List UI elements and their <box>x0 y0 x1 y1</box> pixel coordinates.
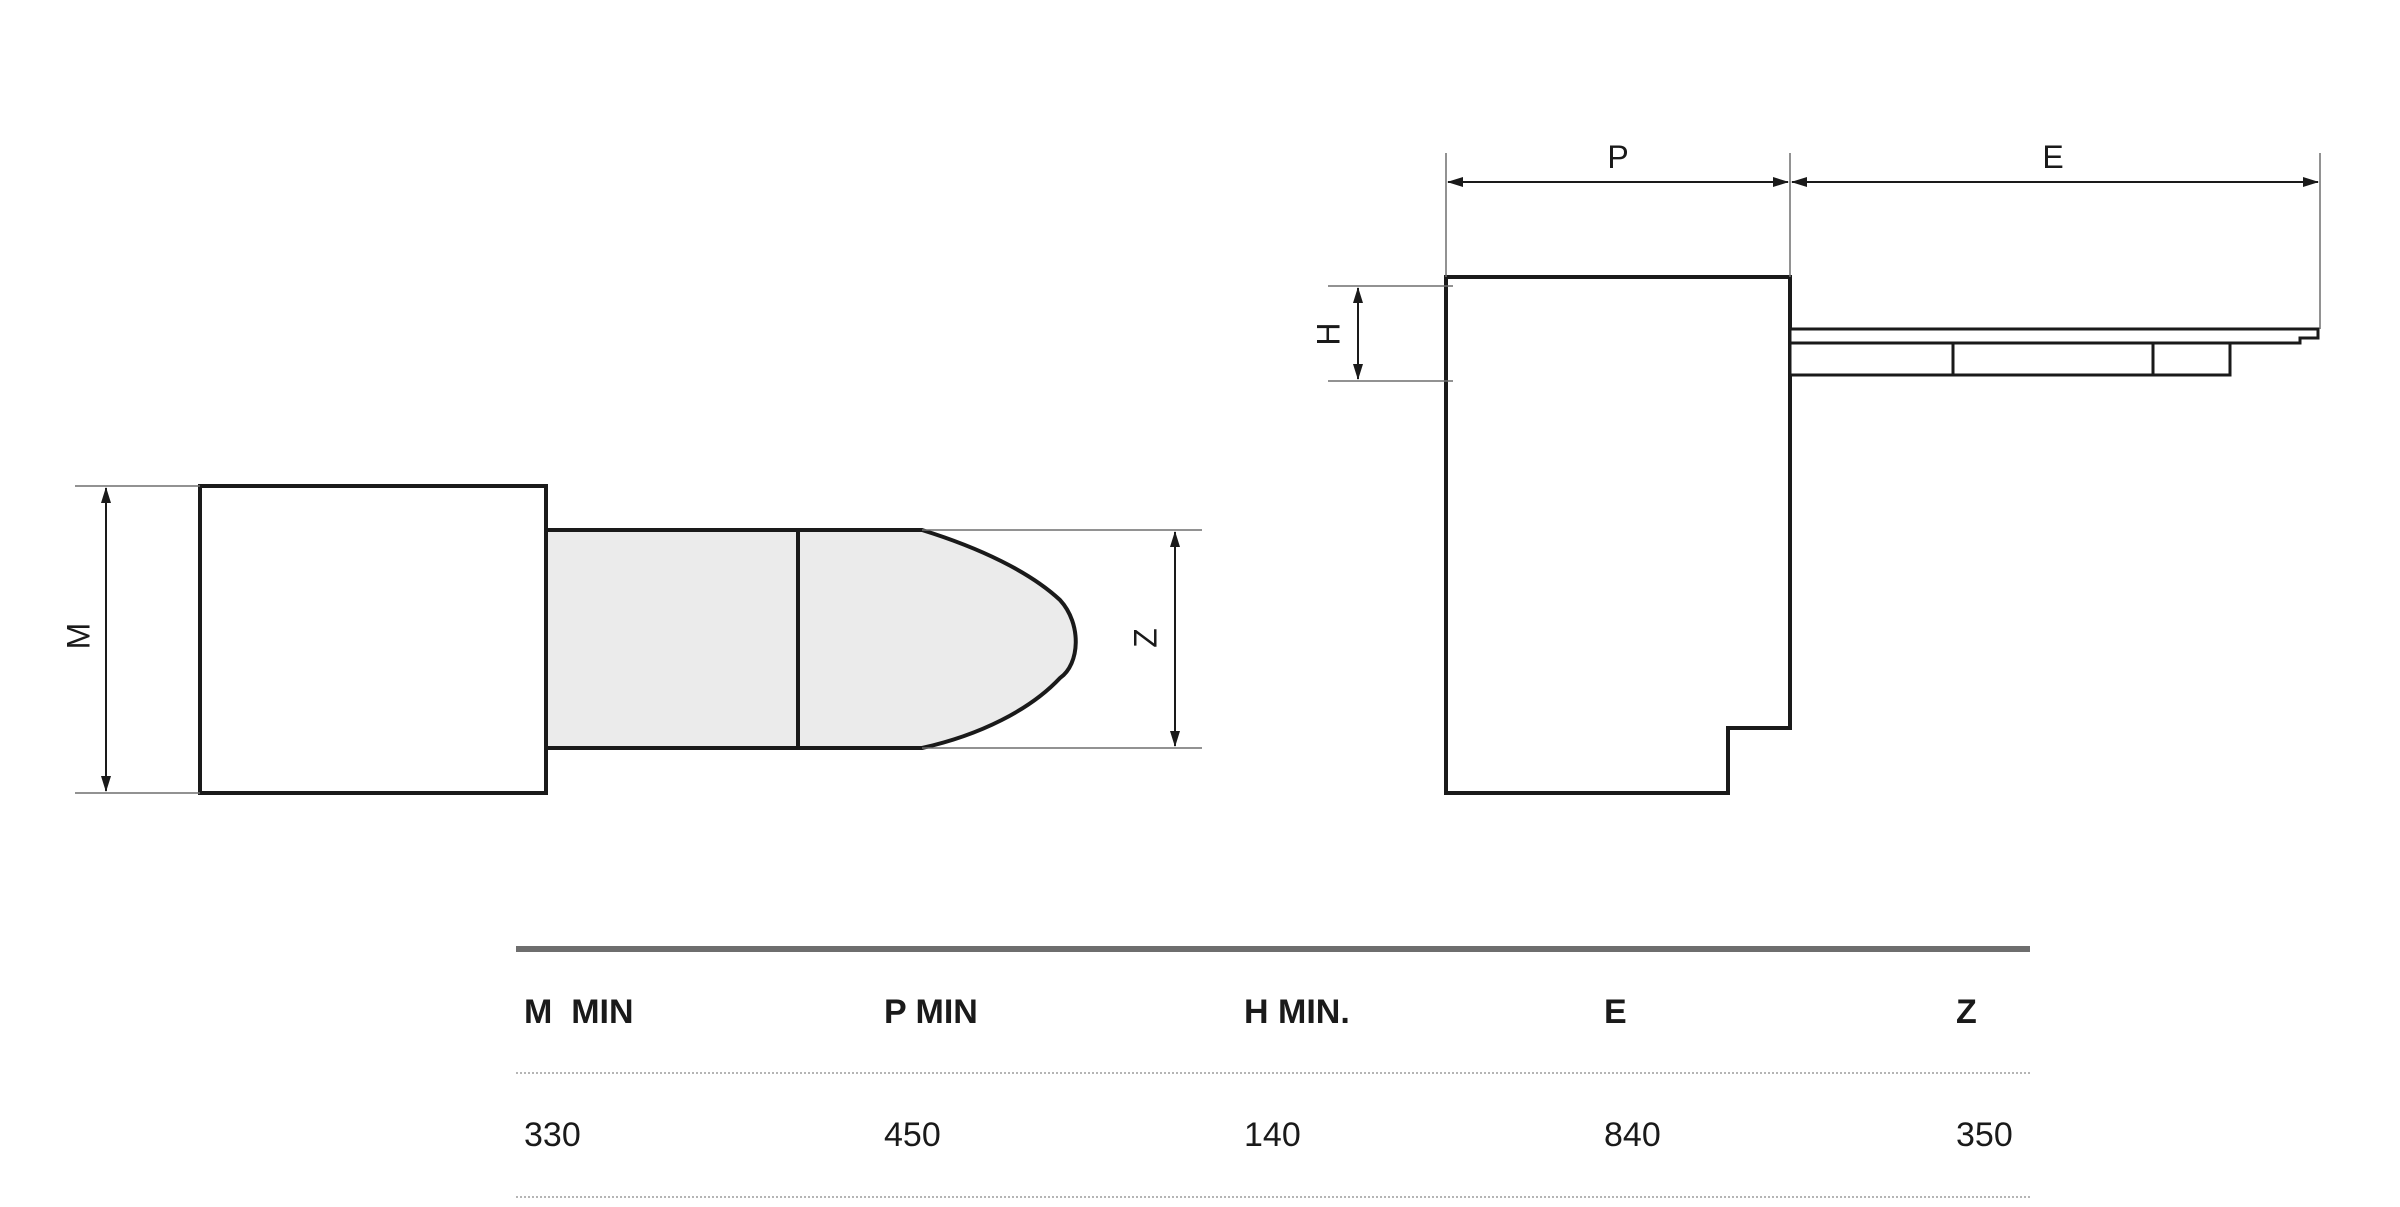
board-top-plate <box>1788 327 2320 345</box>
p-dimension-label: P <box>1607 139 1628 175</box>
value-z: 350 <box>1956 1115 2013 1154</box>
top-view: M Z <box>60 484 1202 795</box>
ironing-board-shape <box>544 528 1078 750</box>
m-dimension-label: M <box>60 623 96 650</box>
header-p-min: P MIN <box>884 992 978 1031</box>
header-e: E <box>1604 992 1627 1031</box>
value-h-min: 140 <box>1244 1115 1301 1154</box>
spec-table: M MIN P MIN H MIN. E Z 330 450 140 840 3… <box>516 946 2030 1198</box>
table-row: 330 450 140 840 350 <box>516 1074 2030 1198</box>
value-p-min: 450 <box>884 1115 941 1154</box>
value-m-min: 330 <box>524 1115 581 1154</box>
table-header-row: M MIN P MIN H MIN. E Z <box>516 952 2030 1074</box>
cabinet-outline-side <box>1444 275 1792 795</box>
header-z: Z <box>1956 992 1977 1031</box>
e-dimension-label: E <box>2042 139 2063 175</box>
header-m-min: M MIN <box>524 992 634 1031</box>
header-h-min: H MIN. <box>1244 992 1350 1031</box>
slide-rail <box>1788 341 2232 377</box>
side-view: P E H <box>1310 139 2321 795</box>
table-top-rule <box>516 946 2030 952</box>
cabinet-outline-top <box>198 484 548 795</box>
h-dimension-label: H <box>1310 322 1346 345</box>
z-dimension-label: Z <box>1127 628 1163 648</box>
value-e: 840 <box>1604 1115 1661 1154</box>
